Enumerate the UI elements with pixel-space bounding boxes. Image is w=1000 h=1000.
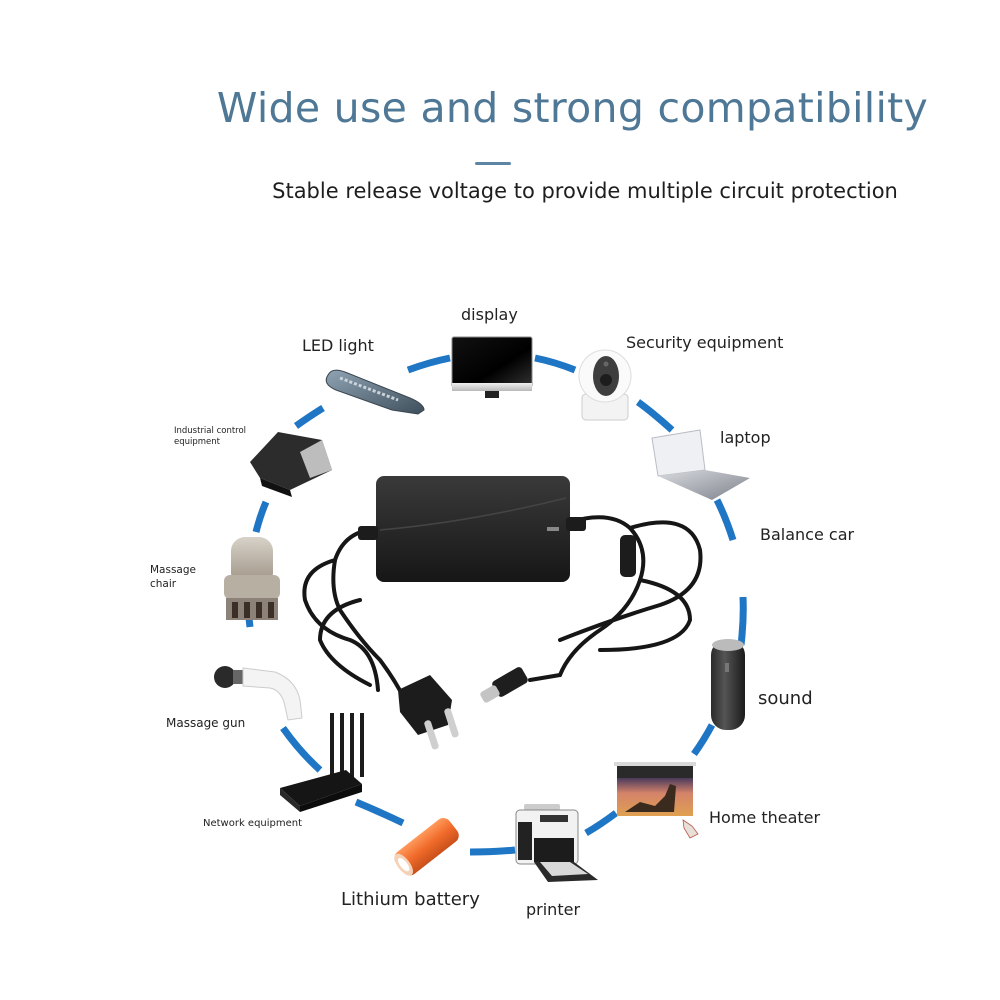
label-printer: printer <box>526 900 581 919</box>
ring-segment <box>635 399 675 433</box>
label-massage-chair-line1: Massage <box>150 564 196 576</box>
monitor-icon <box>451 336 533 398</box>
ring-segment <box>691 723 716 757</box>
label-balance-car: Balance car <box>760 525 855 544</box>
eu-plug-icon <box>398 675 459 750</box>
ring-segment <box>737 596 747 646</box>
adapter-cables <box>302 515 703 702</box>
label-security-equipment: Security equipment <box>626 333 784 352</box>
label-home-theater: Home theater <box>709 808 821 827</box>
led-street-light-icon <box>325 369 425 415</box>
power-adapter-image <box>302 476 703 750</box>
label-massage-gun: Massage gun <box>166 716 246 730</box>
connection-ring <box>243 354 747 856</box>
page-subtitle: Stable release voltage to provide multip… <box>272 179 898 203</box>
label-industrial-control-line1: Industrial control <box>174 426 247 436</box>
label-massage-chair-line2: chair <box>150 578 177 590</box>
ferrite-bead <box>620 535 636 577</box>
ring-segment <box>293 405 325 429</box>
label-sound: sound <box>758 688 813 709</box>
label-network-equipment: Network equipment <box>203 818 303 829</box>
battery-icon <box>394 818 459 876</box>
ring-segment <box>713 498 737 542</box>
ring-segment <box>252 500 270 533</box>
ring-segment <box>354 798 405 827</box>
ring-segment <box>406 354 451 374</box>
label-laptop: laptop <box>720 428 771 447</box>
page-title: Wide use and strong compatibility <box>216 84 929 132</box>
printer-icon <box>515 804 598 882</box>
label-lithium-battery: Lithium battery <box>341 889 480 910</box>
label-industrial-control: Industrial control equipment <box>174 426 246 448</box>
projector-screen-icon <box>614 762 699 839</box>
adapter-brick <box>376 476 570 582</box>
title-underline-divider <box>475 162 511 165</box>
label-massage-chair: Massage chair <box>150 563 196 591</box>
massage-chair-icon <box>224 537 280 620</box>
label-industrial-control-line2: equipment <box>174 437 220 447</box>
ring-segment <box>280 725 323 773</box>
ring-segment <box>534 354 577 374</box>
ring-segment <box>584 810 619 837</box>
speaker-icon <box>711 639 745 730</box>
massage-gun-icon <box>214 666 303 721</box>
router-icon <box>280 713 364 812</box>
label-display: display <box>461 305 518 324</box>
dc-barrel-plug-icon <box>480 667 528 703</box>
label-led-light: LED light <box>302 336 374 355</box>
security-camera-icon <box>578 349 632 421</box>
ring-segment <box>469 846 516 856</box>
industrial-controller-icon <box>250 432 332 497</box>
adapter-case-label <box>547 527 559 531</box>
laptop-icon <box>651 429 750 500</box>
